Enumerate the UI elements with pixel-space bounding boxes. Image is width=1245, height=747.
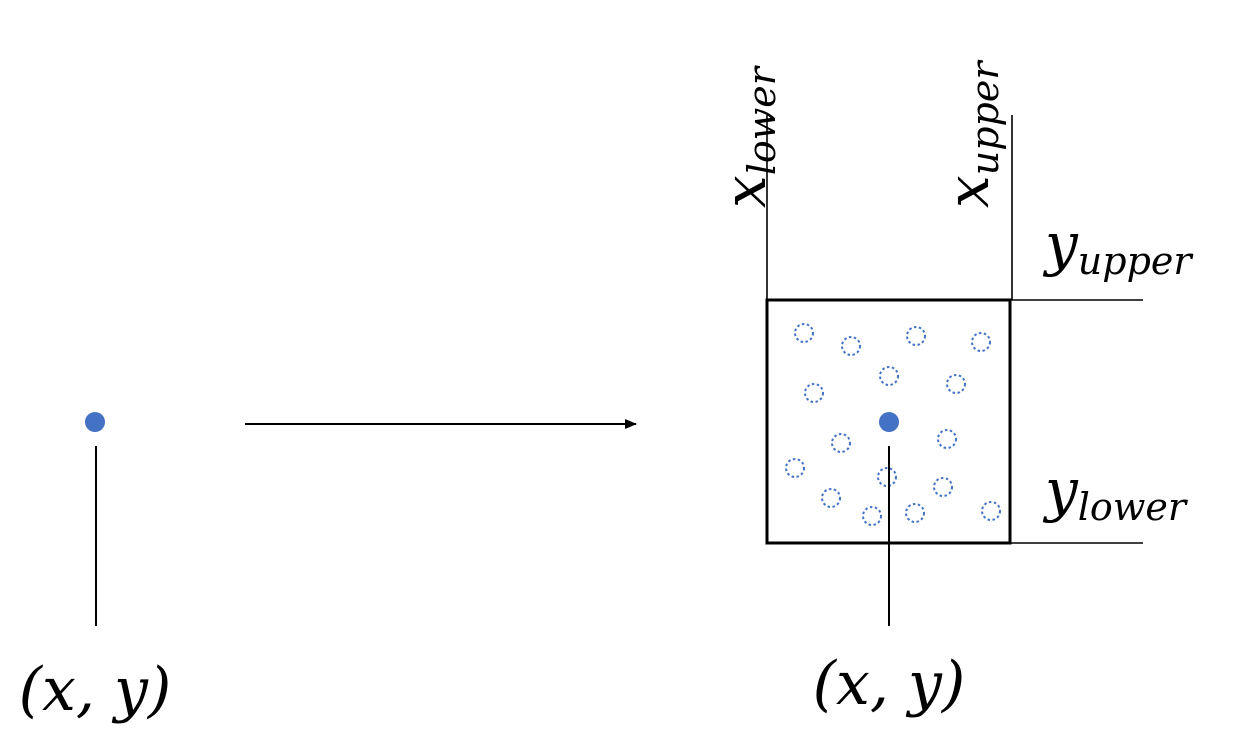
- sample-point: [785, 458, 805, 478]
- left-point: [85, 412, 105, 432]
- sample-point: [877, 467, 897, 487]
- sample-point: [906, 326, 926, 346]
- sample-point: [794, 323, 814, 343]
- sample-point: [905, 503, 925, 523]
- sample-point: [831, 433, 851, 453]
- sample-point: [862, 506, 882, 526]
- sample-point: [841, 336, 861, 356]
- y-upper-label: yupper: [1042, 210, 1194, 283]
- sample-point: [946, 374, 966, 394]
- left-point-label: (x, y): [19, 655, 172, 725]
- x-upper-label: xupper: [934, 59, 1007, 208]
- sample-point: [981, 501, 1001, 521]
- y-lower-label: ylower: [1042, 456, 1189, 529]
- sample-point: [937, 429, 957, 449]
- right-point-label: (x, y): [813, 649, 966, 719]
- sample-point: [971, 332, 991, 352]
- x-lower-label: xlower: [711, 64, 784, 208]
- sample-point: [879, 366, 899, 386]
- right-point: [879, 412, 899, 432]
- sample-point: [821, 488, 841, 508]
- sample-points: [785, 323, 1001, 526]
- sample-point: [933, 477, 953, 497]
- sample-point: [804, 383, 824, 403]
